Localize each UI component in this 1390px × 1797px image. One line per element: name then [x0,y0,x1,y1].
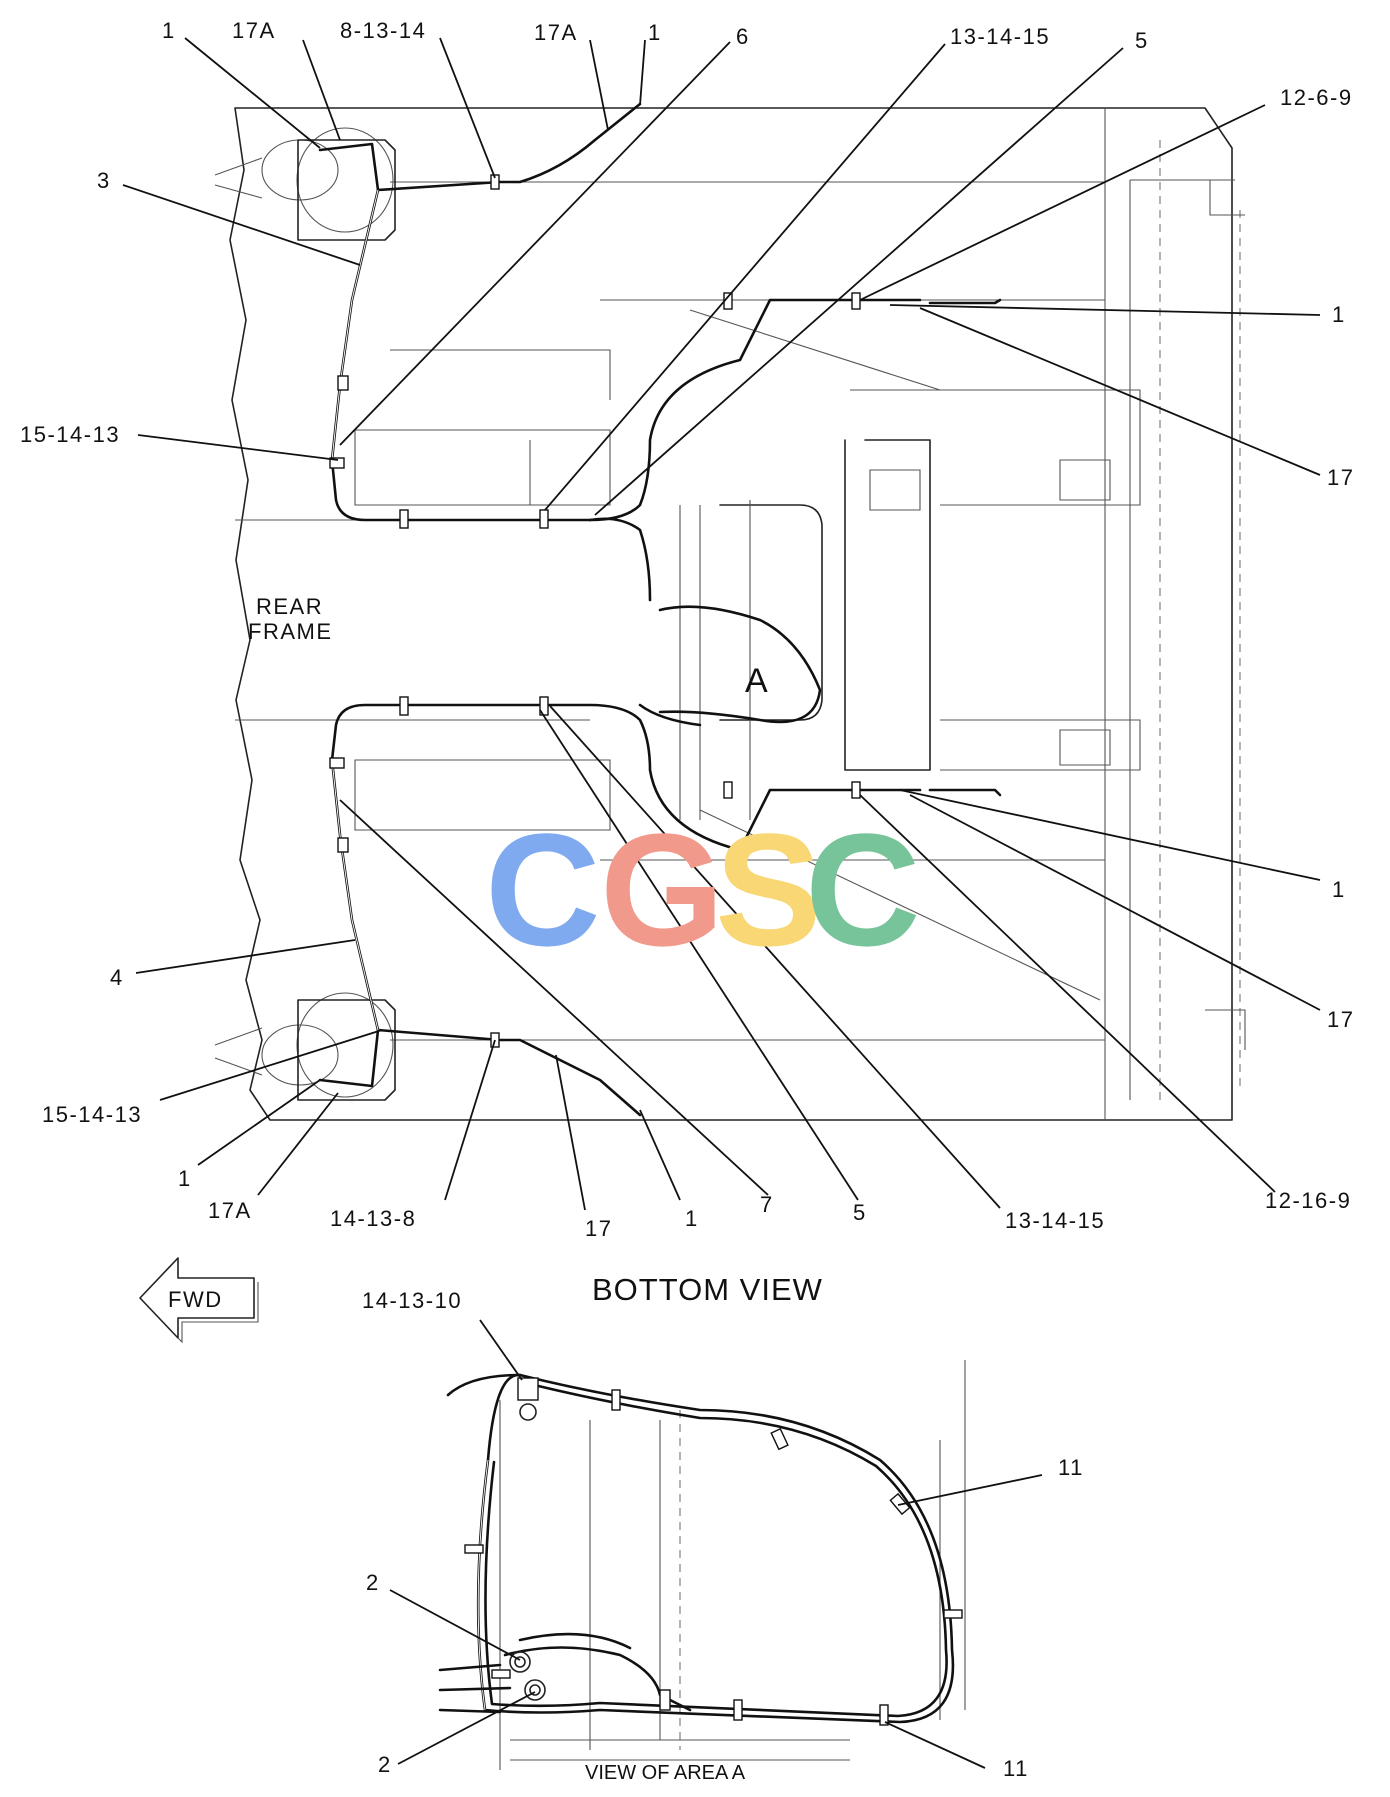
callout-left-15-14-13-upper: 15-14-13 [20,422,120,447]
callout-right-17-upper: 17 [1327,465,1354,490]
callout-top-5: 5 [1135,28,1149,53]
callout-bottom-5: 5 [853,1200,867,1225]
bottom-view-title: BOTTOM VIEW [592,1272,823,1307]
bottom-left-brake-assembly [214,992,396,1101]
callout-top-13-14-15: 13-14-15 [950,24,1050,49]
callout-area-2-upper: 2 [366,1570,380,1595]
callout-top-17a-left: 17A [232,18,276,43]
callout-bottom-7: 7 [760,1192,774,1217]
callout-bottom-1-right: 1 [685,1206,699,1231]
callout-top-8-13-14: 8-13-14 [340,18,426,43]
area-a-marker: A [745,662,768,700]
callout-bottom-13-14-15: 13-14-15 [1005,1208,1105,1233]
callout-right-1-lower: 1 [1332,877,1346,902]
callout-top-6: 6 [736,24,750,49]
watermark-letter-c2: C [805,800,921,979]
view-of-area-a-title: VIEW OF AREA A [585,1762,746,1784]
callout-top-1-right: 1 [648,20,662,45]
callout-right-1-upper: 1 [1332,302,1346,327]
rear-frame-label-line1: REAR [256,594,323,619]
callout-area-14-13-10: 14-13-10 [362,1288,462,1313]
area-a-detail [438,1360,966,1770]
callouts-bottom-view: 1 17A 8-13-14 17A 1 6 13-14-15 5 12-6-9 … [20,18,1354,1241]
callout-bottom-1-left: 1 [178,1166,192,1191]
callout-area-11-lower: 11 [1003,1756,1029,1781]
callout-left-3: 3 [97,168,111,193]
callout-top-12-6-9: 12-6-9 [1280,85,1353,110]
callout-right-17-lower: 17 [1327,1007,1354,1032]
cgsc-watermark: C G S C [485,800,921,979]
hose-lines [318,102,1002,1117]
rear-frame-label-line2: FRAME [248,619,333,644]
callout-top-17a-right: 17A [534,20,578,45]
callout-bottom-12-16-9: 12-16-9 [1265,1188,1351,1213]
callout-bottom-17: 17 [585,1216,612,1241]
top-left-brake-assembly [214,127,396,241]
leader-lines-area-a [389,1319,1043,1769]
callout-top-1-left: 1 [162,18,176,43]
callout-left-4: 4 [110,965,124,990]
fwd-arrow: FWD [139,1257,259,1344]
rear-frame-outline [229,107,1246,1121]
watermark-letter-c1: C [485,800,601,979]
callout-bottom-14-13-8: 14-13-8 [330,1206,416,1231]
callout-area-2-lower: 2 [378,1752,392,1777]
watermark-letter-s: S [715,800,822,979]
callout-area-11-upper: 11 [1058,1455,1084,1480]
watermark-letter-g: G [600,800,724,979]
callout-bottom-17a: 17A [208,1198,252,1223]
hose-clips [329,174,861,1048]
callout-left-15-14-13-lower: 15-14-13 [42,1102,142,1127]
callouts-area-a: 14-13-10 11 2 2 11 [362,1288,1084,1781]
leader-lines-bottom-view [122,37,1321,1211]
fwd-label: FWD [168,1287,223,1312]
